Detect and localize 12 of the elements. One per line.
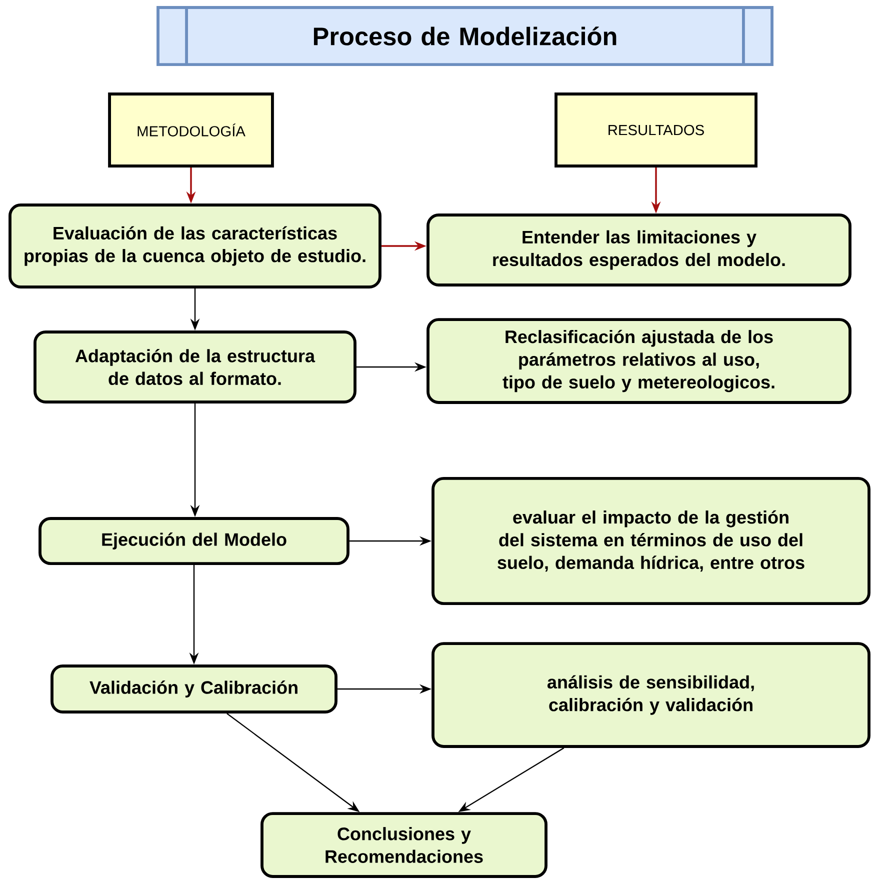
title-box: Proceso de Modelización <box>156 6 774 66</box>
process-box: Validación y Calibración <box>50 664 338 714</box>
process-box: Conclusiones y Recomendaciones <box>260 812 548 878</box>
process-box: evaluar el impacto de la gestión del sistema en términos de uso del suelo, demanda hídrica, entre otros <box>432 477 870 605</box>
header-box: RESULTADOS <box>554 92 758 168</box>
process-box: Entender las limitaciones y resultados esperados del modelo. <box>426 214 852 286</box>
process-box: análisis de sensibilidad, calibración y validación <box>432 642 870 748</box>
header-box: METODOLOGÍA <box>108 92 274 168</box>
process-box: Adaptación de la estructura de datos al formato. <box>34 330 356 404</box>
process-box: Ejecución del Modelo <box>38 517 350 565</box>
process-box: Reclasificación ajustada de los parámetros relativos al uso, tipo de suelo y metereologicos. <box>426 318 852 404</box>
process-box: Evaluación de las características propias de la cuenca objeto de estudio. <box>8 204 382 288</box>
